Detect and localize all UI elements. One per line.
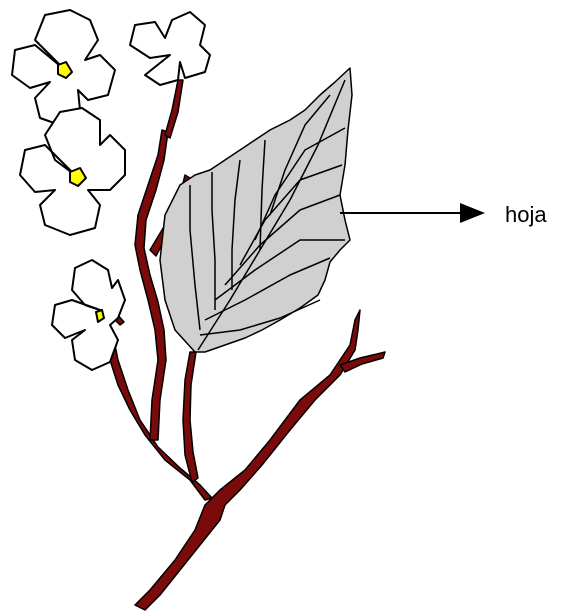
- leaf: [160, 68, 352, 352]
- flower-petals: [130, 12, 210, 85]
- branch-stem-middle: [183, 352, 198, 482]
- branch-twig-top: [165, 80, 183, 138]
- leaf-blade: [160, 68, 352, 352]
- arrow-head: [460, 203, 485, 223]
- leaf-label: hoja: [505, 202, 547, 227]
- annotation-arrow: [340, 203, 485, 223]
- flower-petals: [52, 260, 125, 370]
